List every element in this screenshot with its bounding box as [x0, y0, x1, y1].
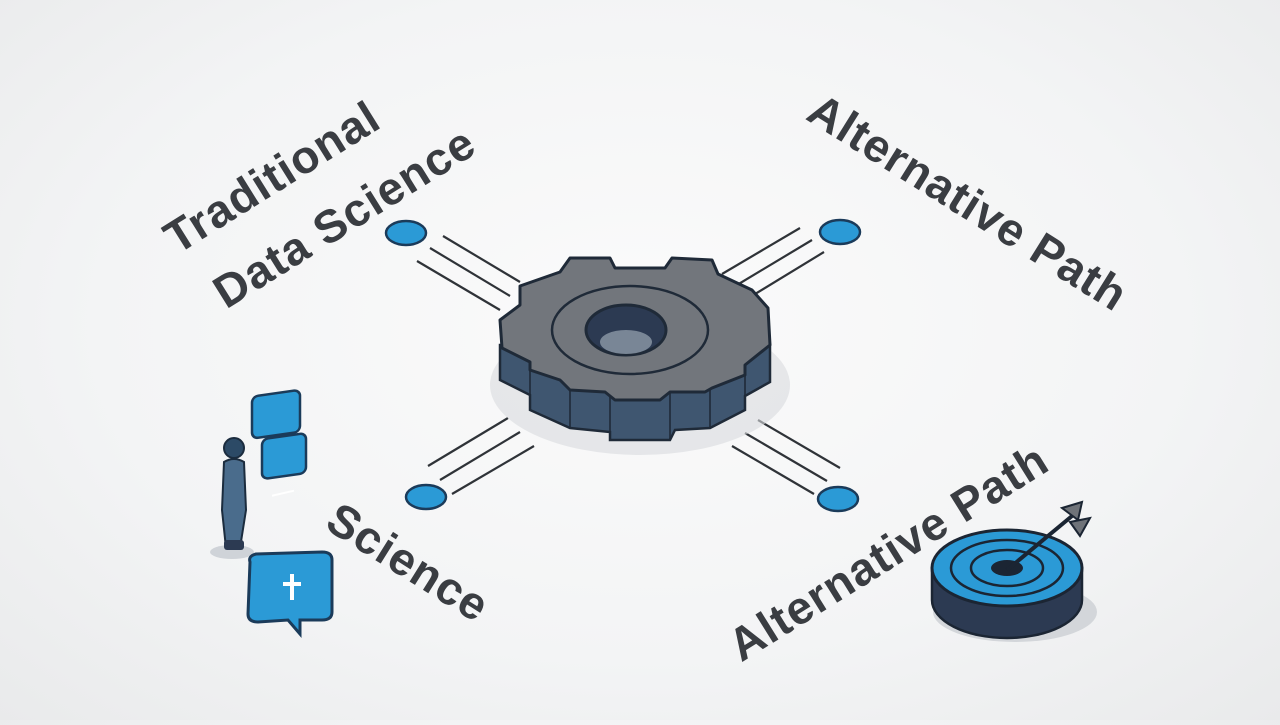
target-with-arrow-icon	[930, 500, 1097, 642]
endpoint-dot-top-right	[818, 218, 862, 246]
connector-top-left	[416, 235, 521, 311]
connector-bottom-left	[427, 417, 535, 495]
endpoint-dot-bottom-right	[816, 485, 860, 513]
person-with-chat-bubbles-icon	[210, 389, 334, 639]
endpoint-dot-top-left	[384, 219, 428, 247]
connector-bottom-right	[731, 419, 841, 495]
endpoint-dot-bottom-left	[404, 483, 448, 511]
gear-icon	[490, 256, 790, 455]
